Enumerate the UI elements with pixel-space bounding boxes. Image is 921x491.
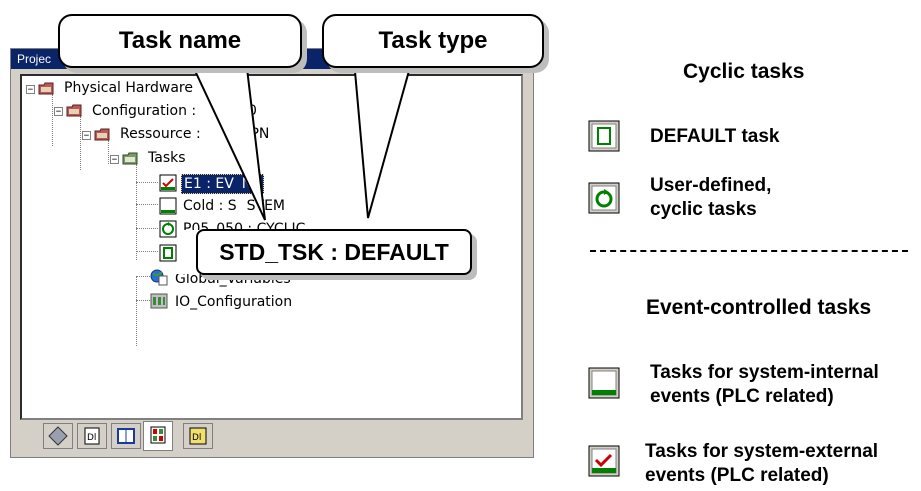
tab-instance-tree[interactable] — [143, 421, 173, 451]
system-external-line2: events (PLC related) — [645, 465, 829, 486]
cyclic-task-icon — [588, 182, 620, 214]
collapse-toggle[interactable]: − — [82, 131, 91, 141]
event-controlled-heading: Event-controlled tasks — [646, 296, 872, 319]
tree-node-tasks[interactable]: Tasks — [148, 150, 186, 166]
system-internal-line2: events (PLC related) — [650, 386, 834, 407]
tree-line — [136, 164, 137, 260]
tab-data-types[interactable]: Dl — [77, 423, 107, 449]
task-type-pointer — [352, 59, 414, 219]
instance-tree-tab-icon — [150, 426, 166, 444]
tree-line — [136, 300, 150, 301]
library-tab-icon — [117, 428, 135, 444]
default-task-icon — [588, 120, 620, 152]
tree-line — [136, 276, 150, 277]
project-tab-icon: Dl — [189, 427, 207, 445]
task-type-callout: Task type — [322, 14, 544, 68]
cyclic-task-icon — [159, 220, 177, 238]
system-task-icon — [588, 367, 620, 399]
hardware-folder-icon — [38, 82, 54, 95]
tree-node-p05-cyclic[interactable]: P05_050 : CYCLIC — [181, 220, 307, 230]
system-external-line1: Tasks for system-external — [645, 441, 879, 462]
hardware-folder-icon — [66, 104, 82, 117]
task-name-callout: Task name — [58, 14, 302, 68]
system-internal-label: Tasks for system-internal events (PLC re… — [650, 361, 879, 409]
cyclic-tasks-heading: Cyclic tasks — [683, 60, 805, 83]
collapse-toggle[interactable]: − — [54, 107, 63, 117]
section-divider — [590, 250, 908, 252]
default-task-callout: STD_TSK : DEFAULT — [196, 229, 472, 275]
tasks-folder-icon — [122, 152, 138, 165]
hardware-folder-icon — [94, 128, 110, 141]
default-task-label: DEFAULT task — [650, 126, 780, 147]
tab-library[interactable] — [111, 423, 141, 449]
tree-line — [52, 94, 53, 146]
tree-node-physical-hardware[interactable]: Physical Hardware — [64, 80, 193, 96]
user-cyclic-label-line1: User-defined, — [650, 175, 772, 196]
io-configuration-icon — [150, 293, 168, 309]
tree-node-io-configuration[interactable]: IO_Configuration — [175, 294, 293, 310]
diamond-tab-icon — [48, 426, 68, 446]
collapse-toggle[interactable]: − — [110, 155, 119, 165]
task-name-pointer — [188, 59, 266, 221]
svg-text:Dl: Dl — [87, 433, 96, 443]
tab-diamond[interactable] — [43, 423, 73, 449]
svg-text:Dl: Dl — [192, 433, 201, 443]
tree-line — [136, 204, 158, 205]
tree-line — [136, 251, 158, 252]
tree-line — [80, 116, 81, 170]
collapse-toggle[interactable]: − — [26, 85, 35, 95]
tree-line — [136, 182, 158, 183]
global-variables-icon — [150, 269, 168, 286]
system-internal-line1: Tasks for system-internal — [650, 362, 879, 383]
tab-project[interactable]: Dl — [183, 423, 213, 449]
system-task-icon — [159, 197, 177, 215]
user-cyclic-label-line2: cyclic tasks — [650, 199, 757, 220]
tree-line — [108, 140, 109, 164]
event-task-icon — [159, 174, 177, 192]
event-task-icon — [588, 445, 620, 477]
user-cyclic-label: User-defined, cyclic tasks — [650, 174, 771, 222]
tree-node-global-variables[interactable]: Global_Variables — [175, 271, 291, 287]
default-task-icon — [159, 244, 177, 262]
tree-line — [136, 228, 158, 229]
data-types-tab-icon: Dl — [84, 427, 100, 445]
tree-line — [136, 276, 137, 346]
system-external-label: Tasks for system-external events (PLC re… — [645, 440, 878, 488]
